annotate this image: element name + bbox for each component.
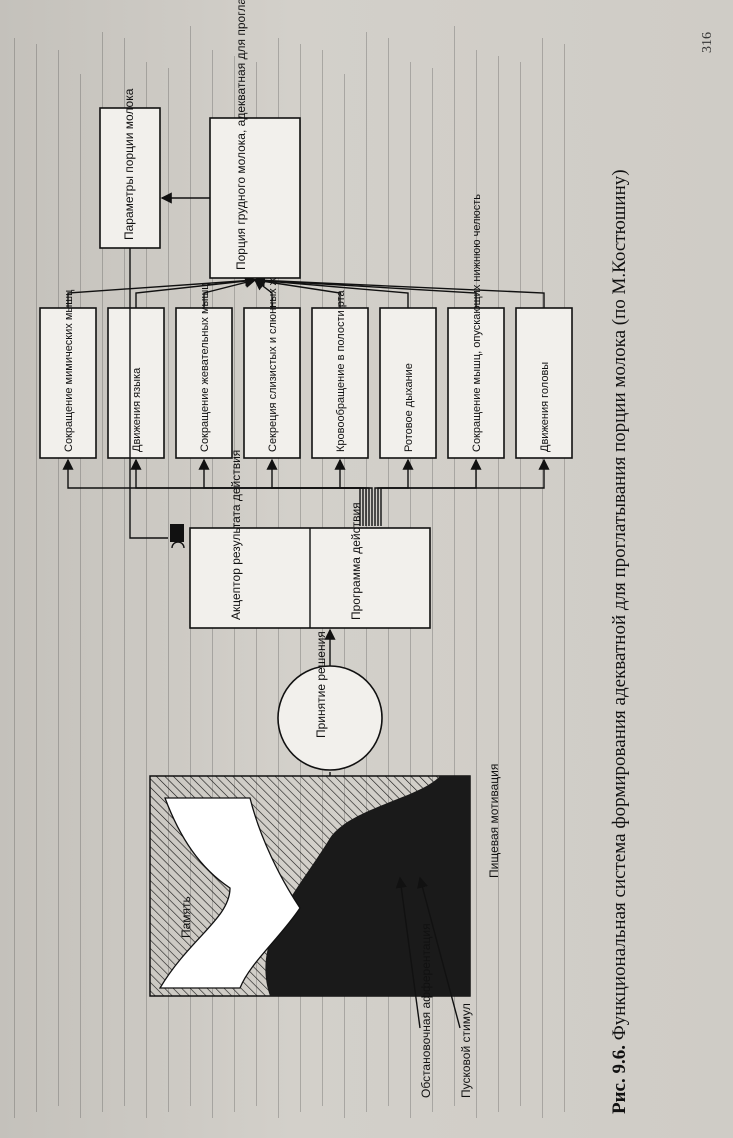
memory-white-shape: [158, 797, 301, 989]
memory-label: Память: [179, 896, 193, 938]
parameters-node: Параметры порции молока: [99, 88, 210, 539]
result-arrow: [203, 276, 257, 308]
action-label: Секреция слизистых и слюнных желез: [267, 255, 279, 452]
action-label: Движения языка: [131, 367, 143, 452]
efferent-arrow: [374, 458, 414, 526]
page-number: 316: [700, 32, 715, 53]
figure-caption: Рис. 9.6. Функциональная система формиро…: [608, 154, 632, 1114]
action-label: Ротовое дыхание: [403, 363, 415, 452]
afferent-synthesis-block: Память Пищевая мотивация Обстановочная а…: [149, 764, 501, 1098]
result-arrow: [67, 275, 257, 308]
figure-caption-text: Функциональная система формирования адек…: [609, 169, 630, 1041]
food-motivation-label: Пищевая мотивация: [487, 764, 501, 878]
result-arrow: [253, 275, 409, 308]
action-label: Сокращение мимических мышц: [63, 289, 75, 452]
functional-system-diagram: Память Пищевая мотивация Обстановочная а…: [39, 0, 573, 1098]
result-arrow: [135, 275, 257, 308]
acceptor-program-block: Акцептор результата действия Программа д…: [170, 450, 431, 666]
efferent-arrow: [266, 458, 370, 526]
decision-label: Принятие решения: [314, 631, 328, 738]
decision-node: Принятие решения: [277, 631, 383, 776]
result-arrow: [253, 274, 477, 308]
efferent-arrow: [62, 458, 361, 526]
acceptor-label: Акцептор результата действия: [229, 450, 243, 620]
result-node: Порция грудного молока, адекватная для п…: [209, 0, 301, 279]
trigger-stimulus-label: Пусковой стимул: [459, 1003, 473, 1098]
efferent-arrow: [334, 458, 373, 526]
result-arrow: [253, 275, 341, 308]
efferent-arrow: [130, 458, 364, 526]
result-arrow: [253, 274, 545, 308]
situational-afferentation-label: Обстановочная афферентация: [419, 923, 433, 1098]
efferent-arrow: [380, 458, 550, 526]
efferent-arrow: [377, 458, 482, 526]
action-label: Сокращение мышц, опускающих нижнюю челюс…: [471, 194, 483, 452]
motivation-dark-shape: [265, 776, 470, 996]
figure-number: Рис. 9.6.: [609, 1045, 630, 1114]
result-label: Порция грудного молока, адекватная для п…: [234, 0, 248, 270]
program-label: Программа действия: [349, 502, 363, 620]
action-label: Сокращение жевательных мышц: [199, 283, 211, 452]
action-list: Сокращение мимических мышц Движения языка…: [39, 194, 573, 526]
comparator-mark: [170, 524, 184, 542]
action-label: Движения головы: [539, 362, 551, 452]
action-label: Кровообращение в полости рта: [335, 290, 347, 452]
parameters-label: Параметры порции молока: [122, 88, 136, 240]
